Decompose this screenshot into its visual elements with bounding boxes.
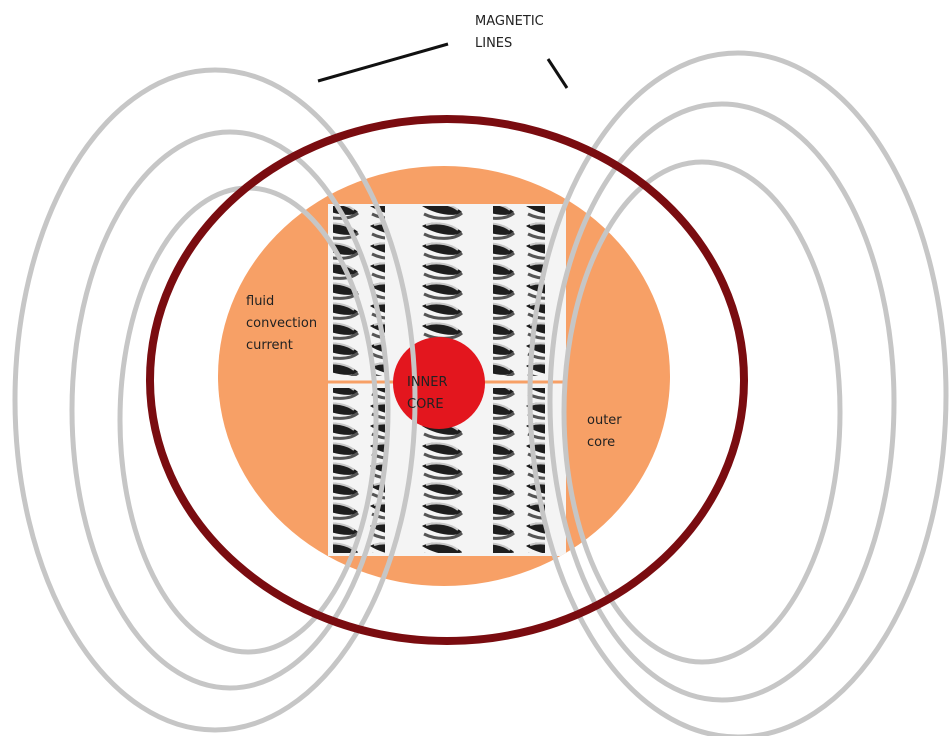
inner-core-label-line1: INNER xyxy=(407,375,448,390)
fluid-label-line3: current xyxy=(246,338,293,353)
outer-core-label-line1: outer xyxy=(587,413,622,428)
magnetic-lines-label: MAGNETIC LINES xyxy=(475,14,548,51)
leader-line-left xyxy=(318,44,448,81)
leader-line-right xyxy=(548,59,567,88)
inner-core-label-line2: CORE xyxy=(407,397,444,412)
fluid-label-line2: convection xyxy=(246,316,317,331)
magnetic-lines-label-line1: MAGNETIC xyxy=(475,14,544,29)
fluid-label-line1: fluid xyxy=(246,294,274,309)
magnetic-lines-label-line2: LINES xyxy=(475,36,512,51)
outer-core-label-line2: core xyxy=(587,435,615,450)
